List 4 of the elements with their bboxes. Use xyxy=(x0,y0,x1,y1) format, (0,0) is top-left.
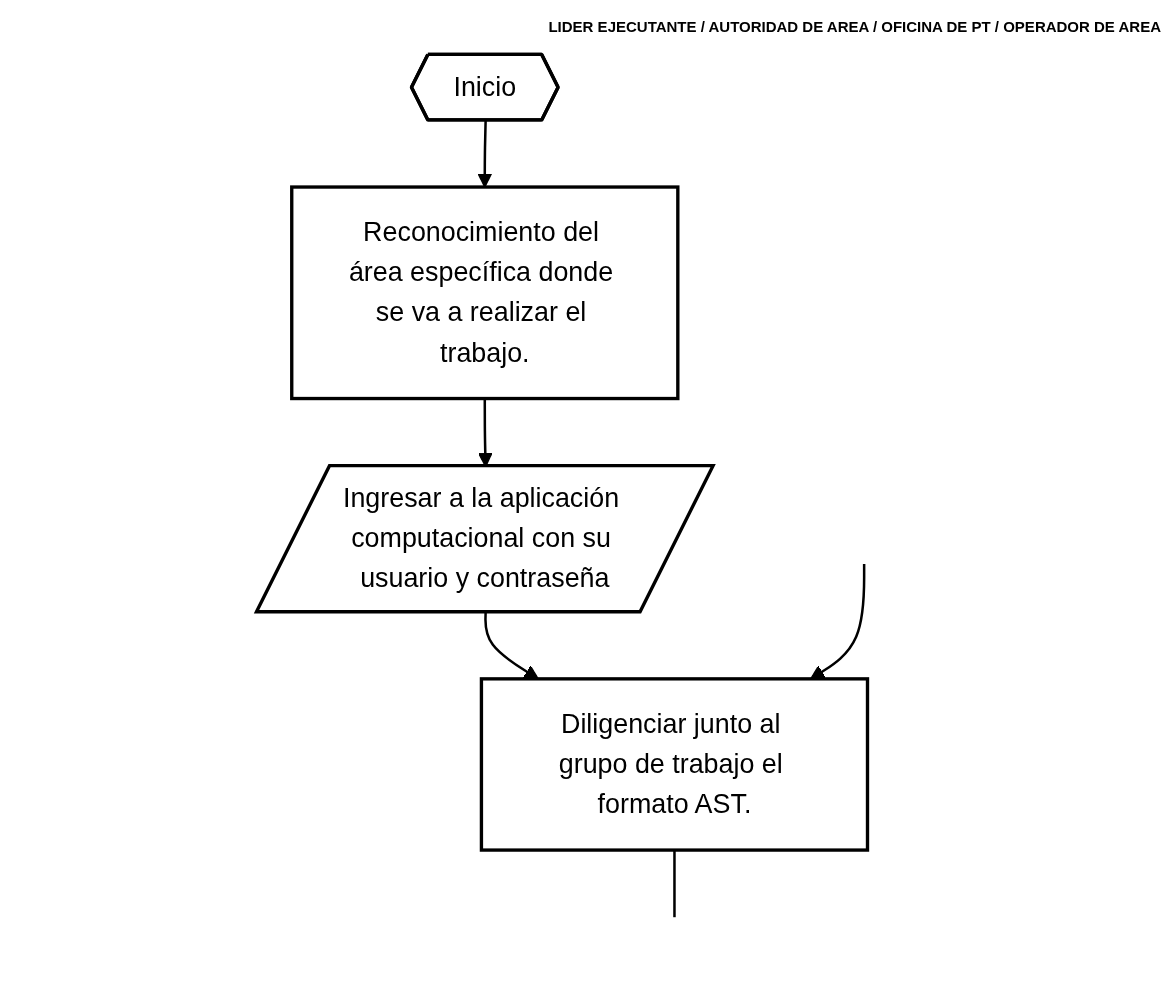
arrow xyxy=(477,120,493,188)
title: LIDER EJECUTANTE / AUTORIDAD DE AREA / OFICINA DE PT / OPERADOR DE AREA xyxy=(547,17,1162,37)
node-box: Diligenciar junto al grupo de trabajo el formato AST. xyxy=(479,677,870,852)
node-box: Reconocimiento del área específica donde se va a realizar el trabajo. xyxy=(290,185,680,401)
